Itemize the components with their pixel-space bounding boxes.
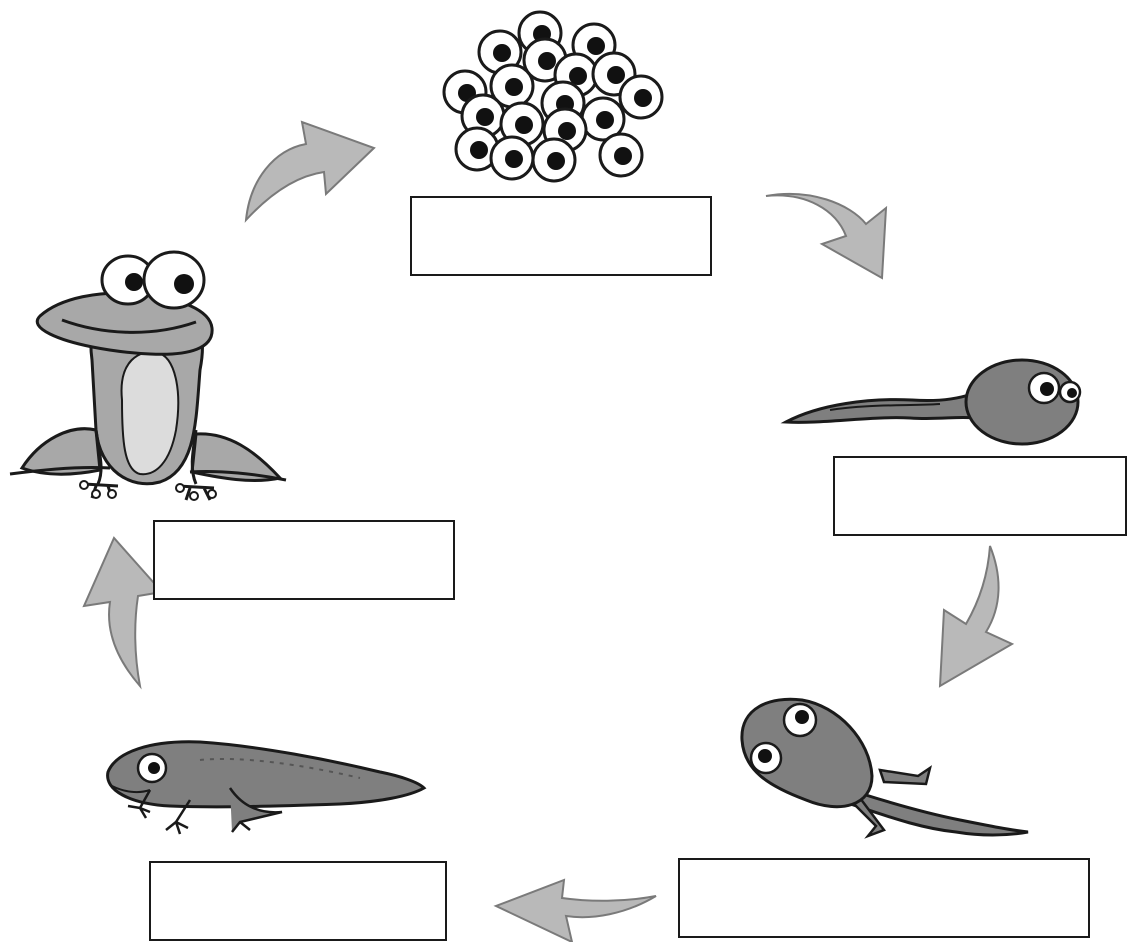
stage-label-box-froglet[interactable] [149,861,447,941]
tadpole-with-legs-icon [742,699,1028,836]
frog-eggs-icon [444,12,662,181]
stage-label-box-tadpole-with-legs[interactable] [678,858,1090,938]
cycle-arrow-icon [940,546,1012,686]
stage-label-box-adult-frog[interactable] [153,520,455,600]
cycle-arrow-icon [766,194,886,278]
froglet-icon [108,742,424,834]
cycle-arrow-icon [84,538,162,686]
stage-label-box-tadpole[interactable] [833,456,1127,536]
stage-label-box-eggs[interactable] [410,196,712,276]
adult-frog-icon [10,252,286,500]
cycle-arrow-icon [496,880,656,942]
tadpole-icon [786,360,1080,444]
cycle-arrow-icon [246,122,374,220]
